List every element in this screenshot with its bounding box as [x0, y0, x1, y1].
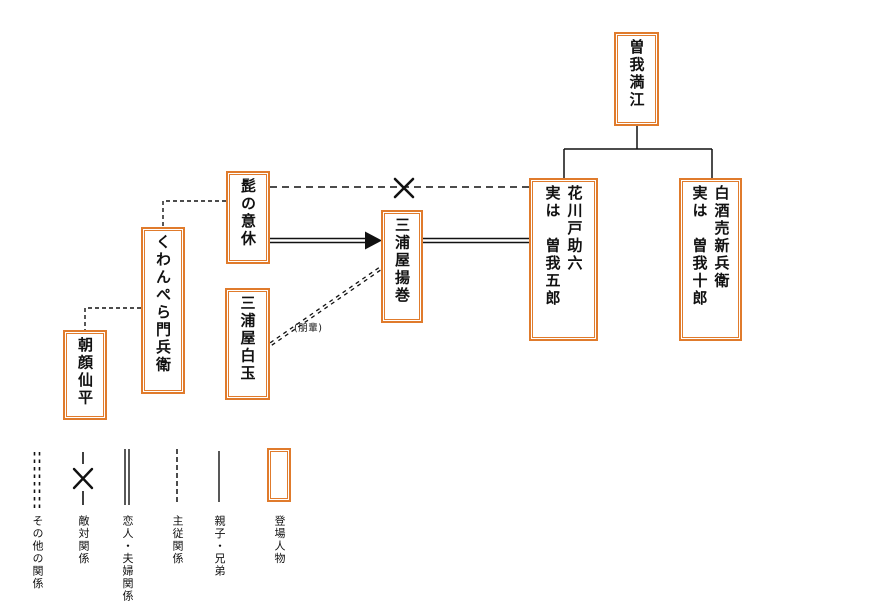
companion-line: [269, 266, 383, 346]
legend-symbol-hostile: [72, 452, 94, 505]
legend-label-hostile: 敵対関係: [77, 515, 90, 565]
character-name: 白酒売新兵衛 実は 曽我十郎: [690, 185, 731, 308]
legend-symbol-character-box: [267, 448, 291, 502]
character-name: 髭の意休: [239, 178, 257, 248]
character-box-shinbei: 白酒売新兵衛 実は 曽我十郎: [679, 178, 742, 341]
legend-label-family: 親子・兄弟: [213, 515, 226, 578]
character-box-asagao-senpei: 朝顔仙平: [63, 330, 107, 420]
family-tree-lines: [563, 126, 713, 179]
companion-annotation: (朋輩): [294, 323, 323, 334]
legend-label-character: 登場人物: [273, 515, 286, 565]
character-name: 花川戸助六 実は 曽我五郎: [543, 185, 584, 308]
legend-symbol-lovers: [124, 449, 130, 505]
ikyu-agemaki-arrow-line: [270, 231, 382, 250]
character-box-kanpera-monbei: くわんぺら門兵衛: [141, 227, 185, 394]
character-box-sukeroku: 花川戸助六 実は 曽我五郎: [529, 178, 598, 341]
master-servant-lines: [84, 200, 226, 330]
lovers-line: [423, 237, 529, 244]
character-name: くわんぺら門兵衛: [154, 234, 172, 374]
character-box-hige-no-ikyu: 髭の意休: [226, 171, 270, 264]
character-name: 曽我満江: [627, 39, 646, 109]
character-box-miuraya-shiratama: 三浦屋白玉: [225, 288, 270, 400]
legend-label-master-servant: 主従関係: [171, 515, 184, 565]
legend-label-other: その他の関係: [31, 515, 44, 590]
character-name: 三浦屋揚巻: [393, 217, 411, 305]
legend-symbol-other: [33, 452, 41, 508]
character-box-miuraya-agemaki: 三浦屋揚巻: [381, 210, 423, 323]
character-name: 朝顔仙平: [76, 337, 94, 407]
character-name: 三浦屋白玉: [238, 295, 257, 383]
character-box-soga-manko: 曽我満江: [614, 32, 659, 126]
hostile-line: [270, 177, 529, 199]
legend-label-lovers: 恋人・夫婦関係: [121, 515, 134, 603]
arrowhead: [365, 231, 382, 250]
